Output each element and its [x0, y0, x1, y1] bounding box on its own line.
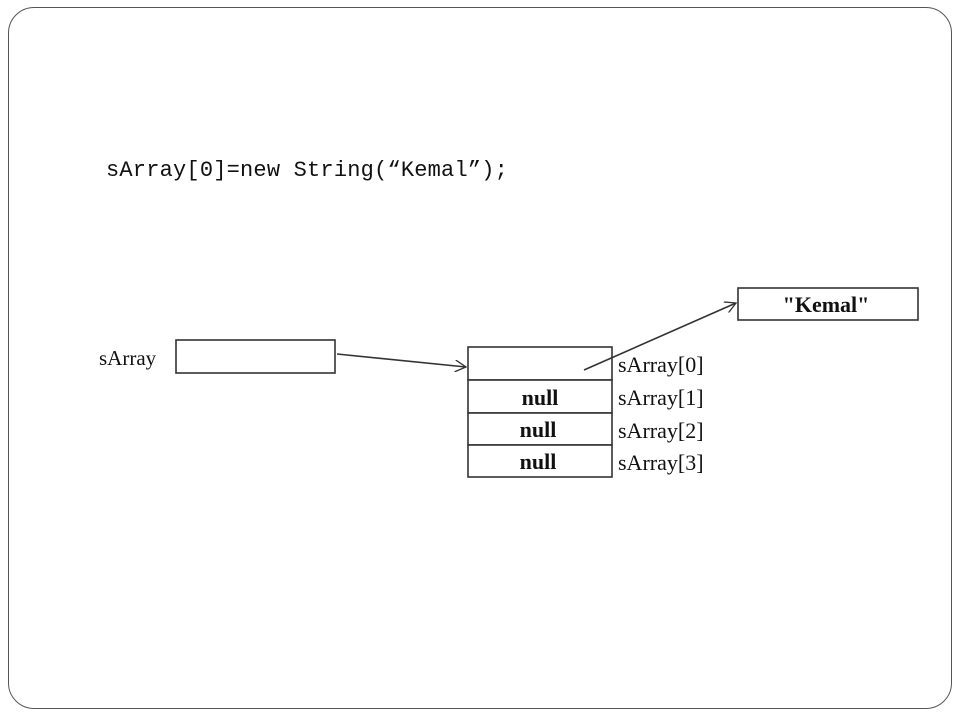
index-label-2: sArray[2] [618, 418, 704, 443]
index-label-3: sArray[3] [618, 450, 704, 475]
array-cell-3 [467, 444, 613, 478]
index-label-0: sArray[0] [618, 352, 704, 377]
element-reference-arrow [583, 303, 736, 371]
array-object: null null null [467, 346, 613, 478]
array-cell-1 [467, 379, 613, 414]
index-label-1: sArray[1] [618, 385, 704, 410]
variable-label: sArray [99, 346, 157, 370]
code-statement: sArray[0]=new String(“Kemal”); [106, 158, 509, 183]
array-cell-2-value: null [520, 417, 557, 442]
string-object-box [737, 287, 919, 321]
variable-box [175, 339, 336, 374]
array-cell-1-value: null [522, 385, 559, 410]
reference-arrow [336, 353, 466, 367]
array-cell-3-value: null [520, 449, 557, 474]
string-object-value: "Kemal" [783, 292, 870, 317]
array-cell-0 [467, 346, 613, 381]
